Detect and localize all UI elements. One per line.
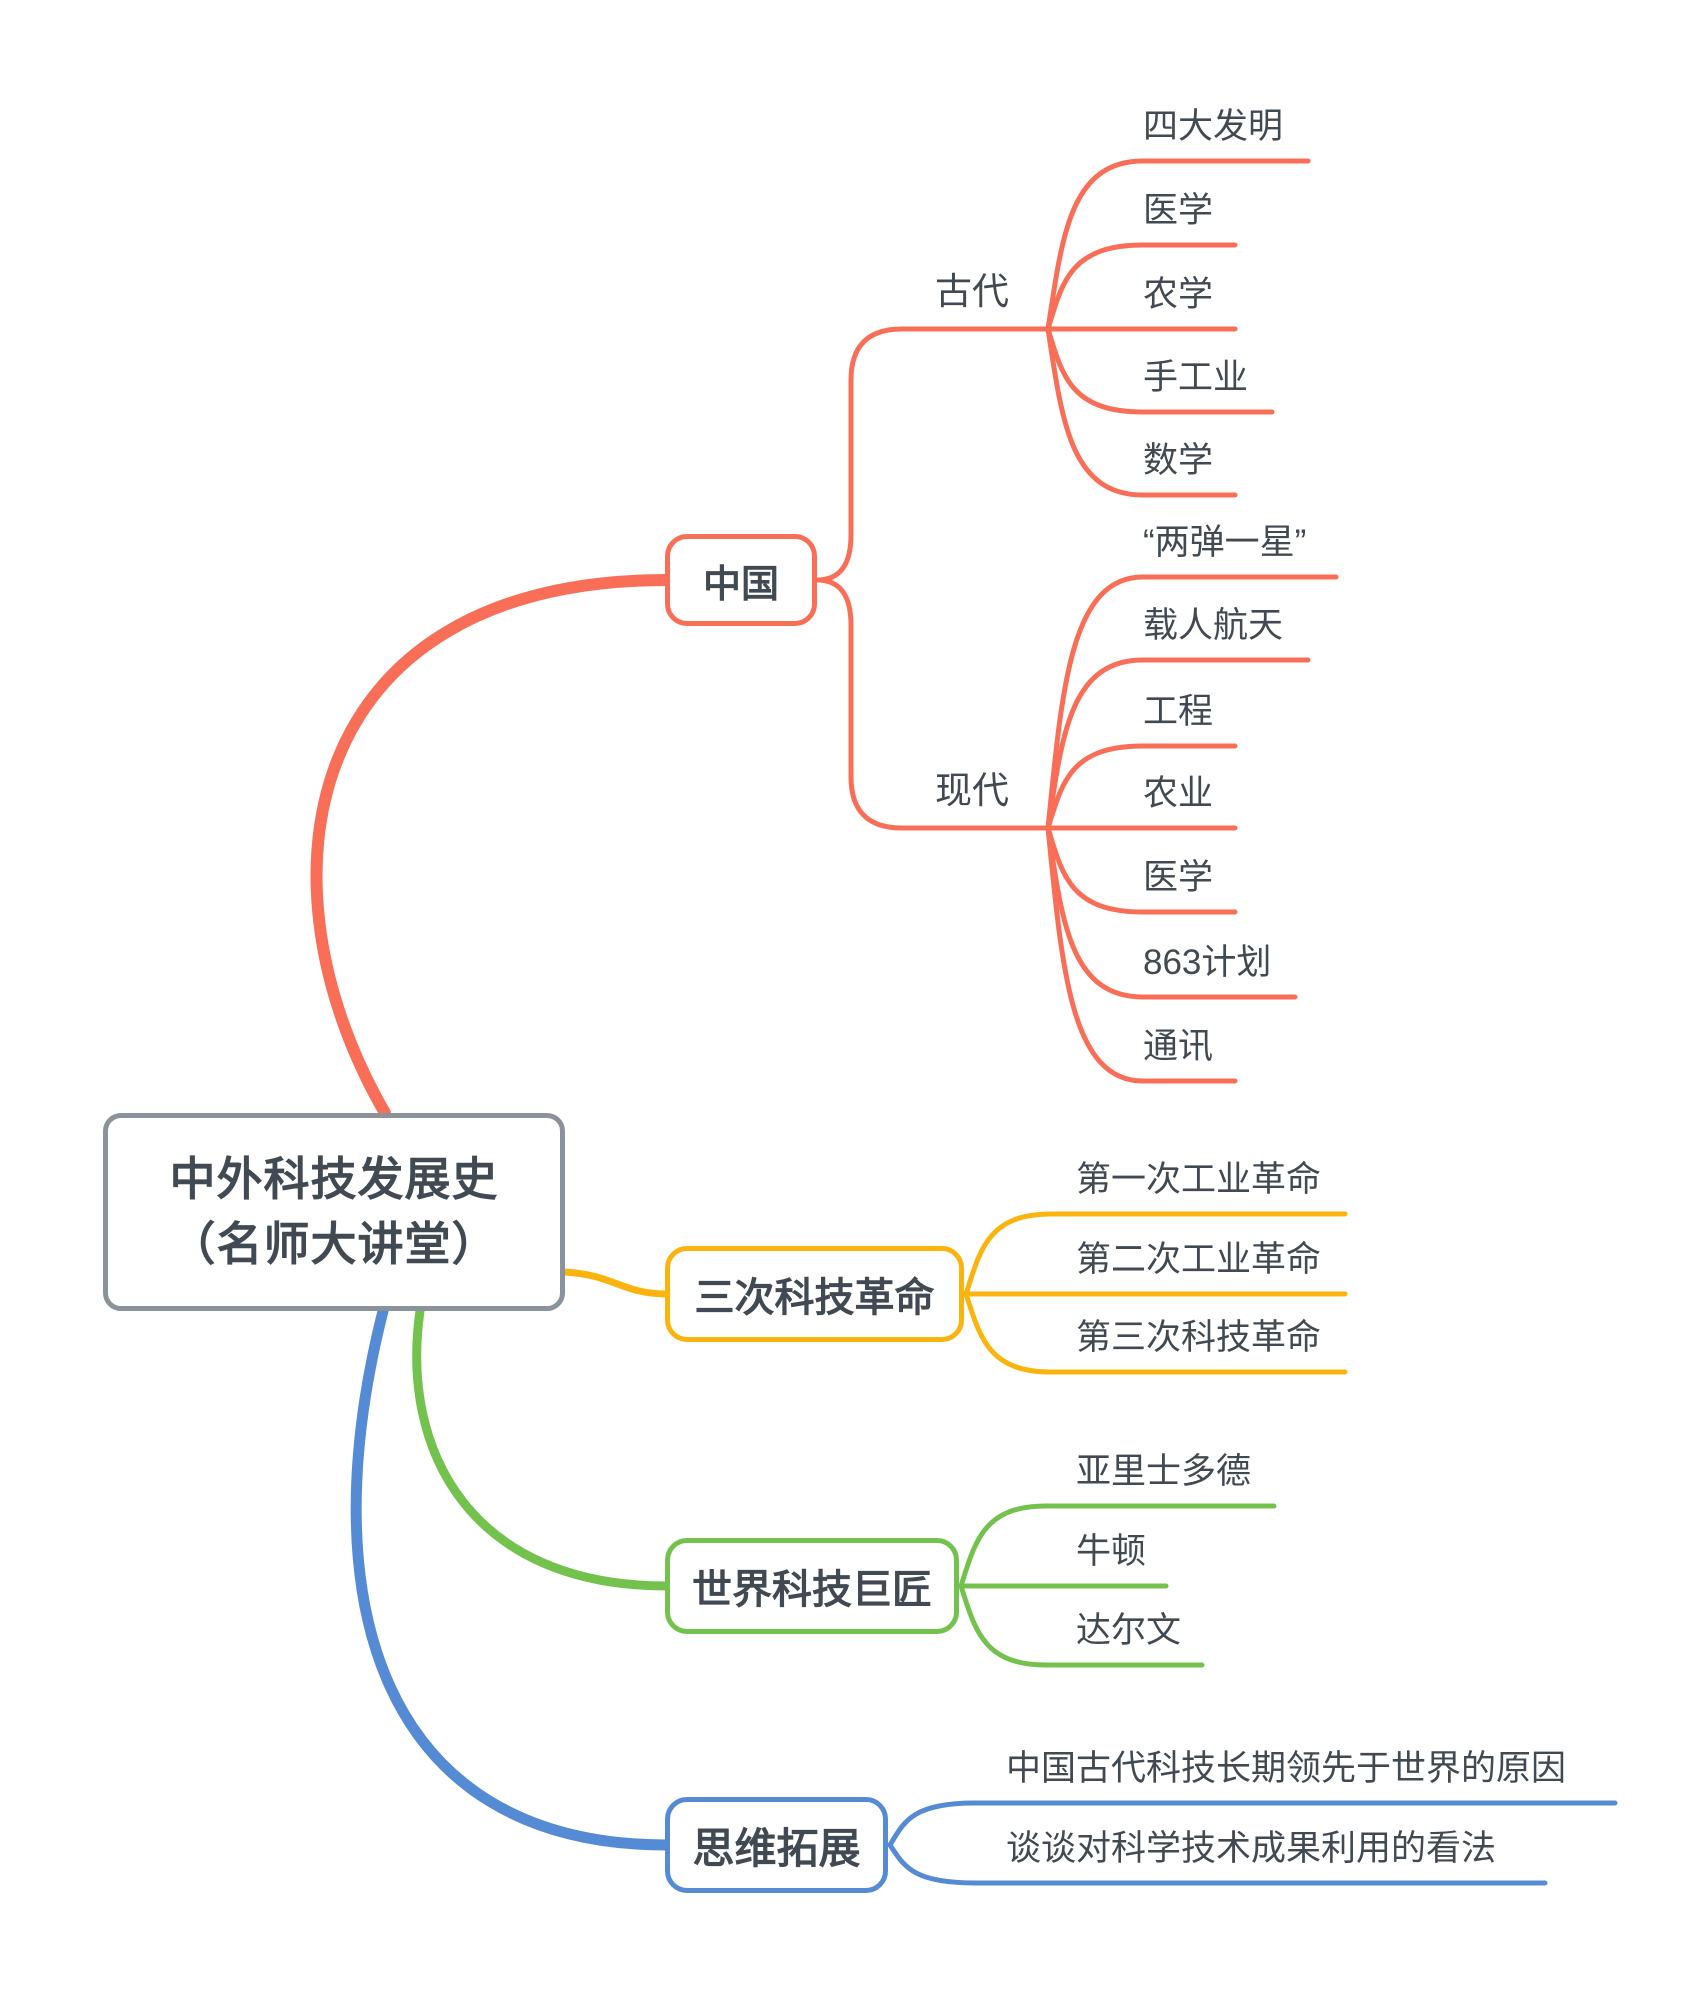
root-title-line2: （名师大讲堂） — [169, 1218, 499, 1270]
edge-modern-child-6 — [1045, 825, 1238, 1084]
branch-node-revolutions[interactable]: 三次科技革命 — [665, 1246, 964, 1342]
edge-modern-child-2 — [1045, 743, 1238, 831]
leaf-revolutions-2[interactable]: 第三次科技革命 — [1076, 1318, 1322, 1357]
branch-label-thinking: 思维拓展 — [692, 1824, 861, 1872]
edge-masters-child-0 — [958, 1503, 1277, 1589]
edge-ancient-child-4 — [1045, 326, 1238, 498]
root-node[interactable]: 中外科技发展史 （名师大讲堂） — [103, 1113, 565, 1311]
leaf-china-ancient-4[interactable]: 数学 — [1143, 441, 1214, 480]
edge-root-masters — [412, 1306, 672, 1591]
branch-node-thinking[interactable]: 思维拓展 — [665, 1797, 888, 1893]
subnode-china-modern[interactable]: 现代 — [935, 770, 1009, 811]
subnode-china-ancient[interactable]: 古代 — [935, 271, 1009, 312]
edge-masters-child-2 — [958, 1583, 1205, 1668]
root-title-line1: 中外科技发展史 — [169, 1152, 499, 1205]
leaf-china-ancient-0[interactable]: 四大发明 — [1143, 107, 1284, 146]
leaf-revolutions-0[interactable]: 第一次工业革命 — [1076, 1160, 1322, 1199]
edge-root-revolutions — [561, 1268, 671, 1298]
leaf-china-modern-3[interactable]: 农业 — [1143, 774, 1214, 813]
edge-ancient-child-1 — [1045, 242, 1238, 332]
edge-china-modern — [814, 577, 1051, 831]
leaf-china-modern-6[interactable]: 通讯 — [1143, 1027, 1214, 1066]
branch-label-china: 中国 — [702, 563, 779, 606]
leaf-masters-2[interactable]: 达尔文 — [1076, 1611, 1182, 1650]
leaf-china-modern-5[interactable]: 863计划 — [1143, 943, 1272, 982]
leaf-china-modern-0[interactable]: “两弹一星” — [1143, 523, 1307, 562]
branch-label-masters: 世界科技巨匠 — [692, 1568, 932, 1612]
leaf-china-ancient-1[interactable]: 医学 — [1143, 191, 1214, 230]
edge-modern-child-0 — [1045, 574, 1339, 831]
edge-modern-child-4 — [1045, 825, 1238, 915]
branch-node-china[interactable]: 中国 — [665, 534, 817, 626]
edge-ancient-child-0 — [1045, 158, 1311, 332]
leaf-thinking-0[interactable]: 中国古代科技长期领先于世界的原因 — [1006, 1749, 1567, 1788]
leaf-china-modern-1[interactable]: 载人航天 — [1143, 606, 1284, 645]
leaf-masters-1[interactable]: 牛顿 — [1076, 1532, 1147, 1571]
leaf-china-ancient-3[interactable]: 手工业 — [1143, 358, 1249, 397]
edge-revolutions-child-0 — [963, 1211, 1348, 1297]
edge-revolutions-child-2 — [963, 1291, 1348, 1375]
leaf-china-ancient-2[interactable]: 农学 — [1143, 275, 1214, 314]
edge-ancient-child-3 — [1045, 326, 1275, 415]
leaf-china-modern-2[interactable]: 工程 — [1143, 692, 1214, 731]
leaf-masters-0[interactable]: 亚里士多德 — [1076, 1452, 1252, 1491]
leaf-china-modern-4[interactable]: 医学 — [1143, 858, 1214, 897]
edge-thinking-child-1 — [887, 1842, 1548, 1886]
edge-thinking-child-0 — [887, 1800, 1618, 1848]
edge-china-ancient — [814, 326, 1051, 583]
branch-label-revolutions: 三次科技革命 — [694, 1276, 935, 1320]
leaf-thinking-1[interactable]: 谈谈对科学技术成果利用的看法 — [1006, 1829, 1497, 1868]
branch-node-masters[interactable]: 世界科技巨匠 — [665, 1538, 959, 1634]
edge-modern-child-1 — [1045, 657, 1311, 831]
leaf-revolutions-1[interactable]: 第二次工业革命 — [1076, 1240, 1322, 1279]
edge-root-thinking — [350, 1305, 673, 1851]
edge-root-china — [310, 574, 673, 1119]
